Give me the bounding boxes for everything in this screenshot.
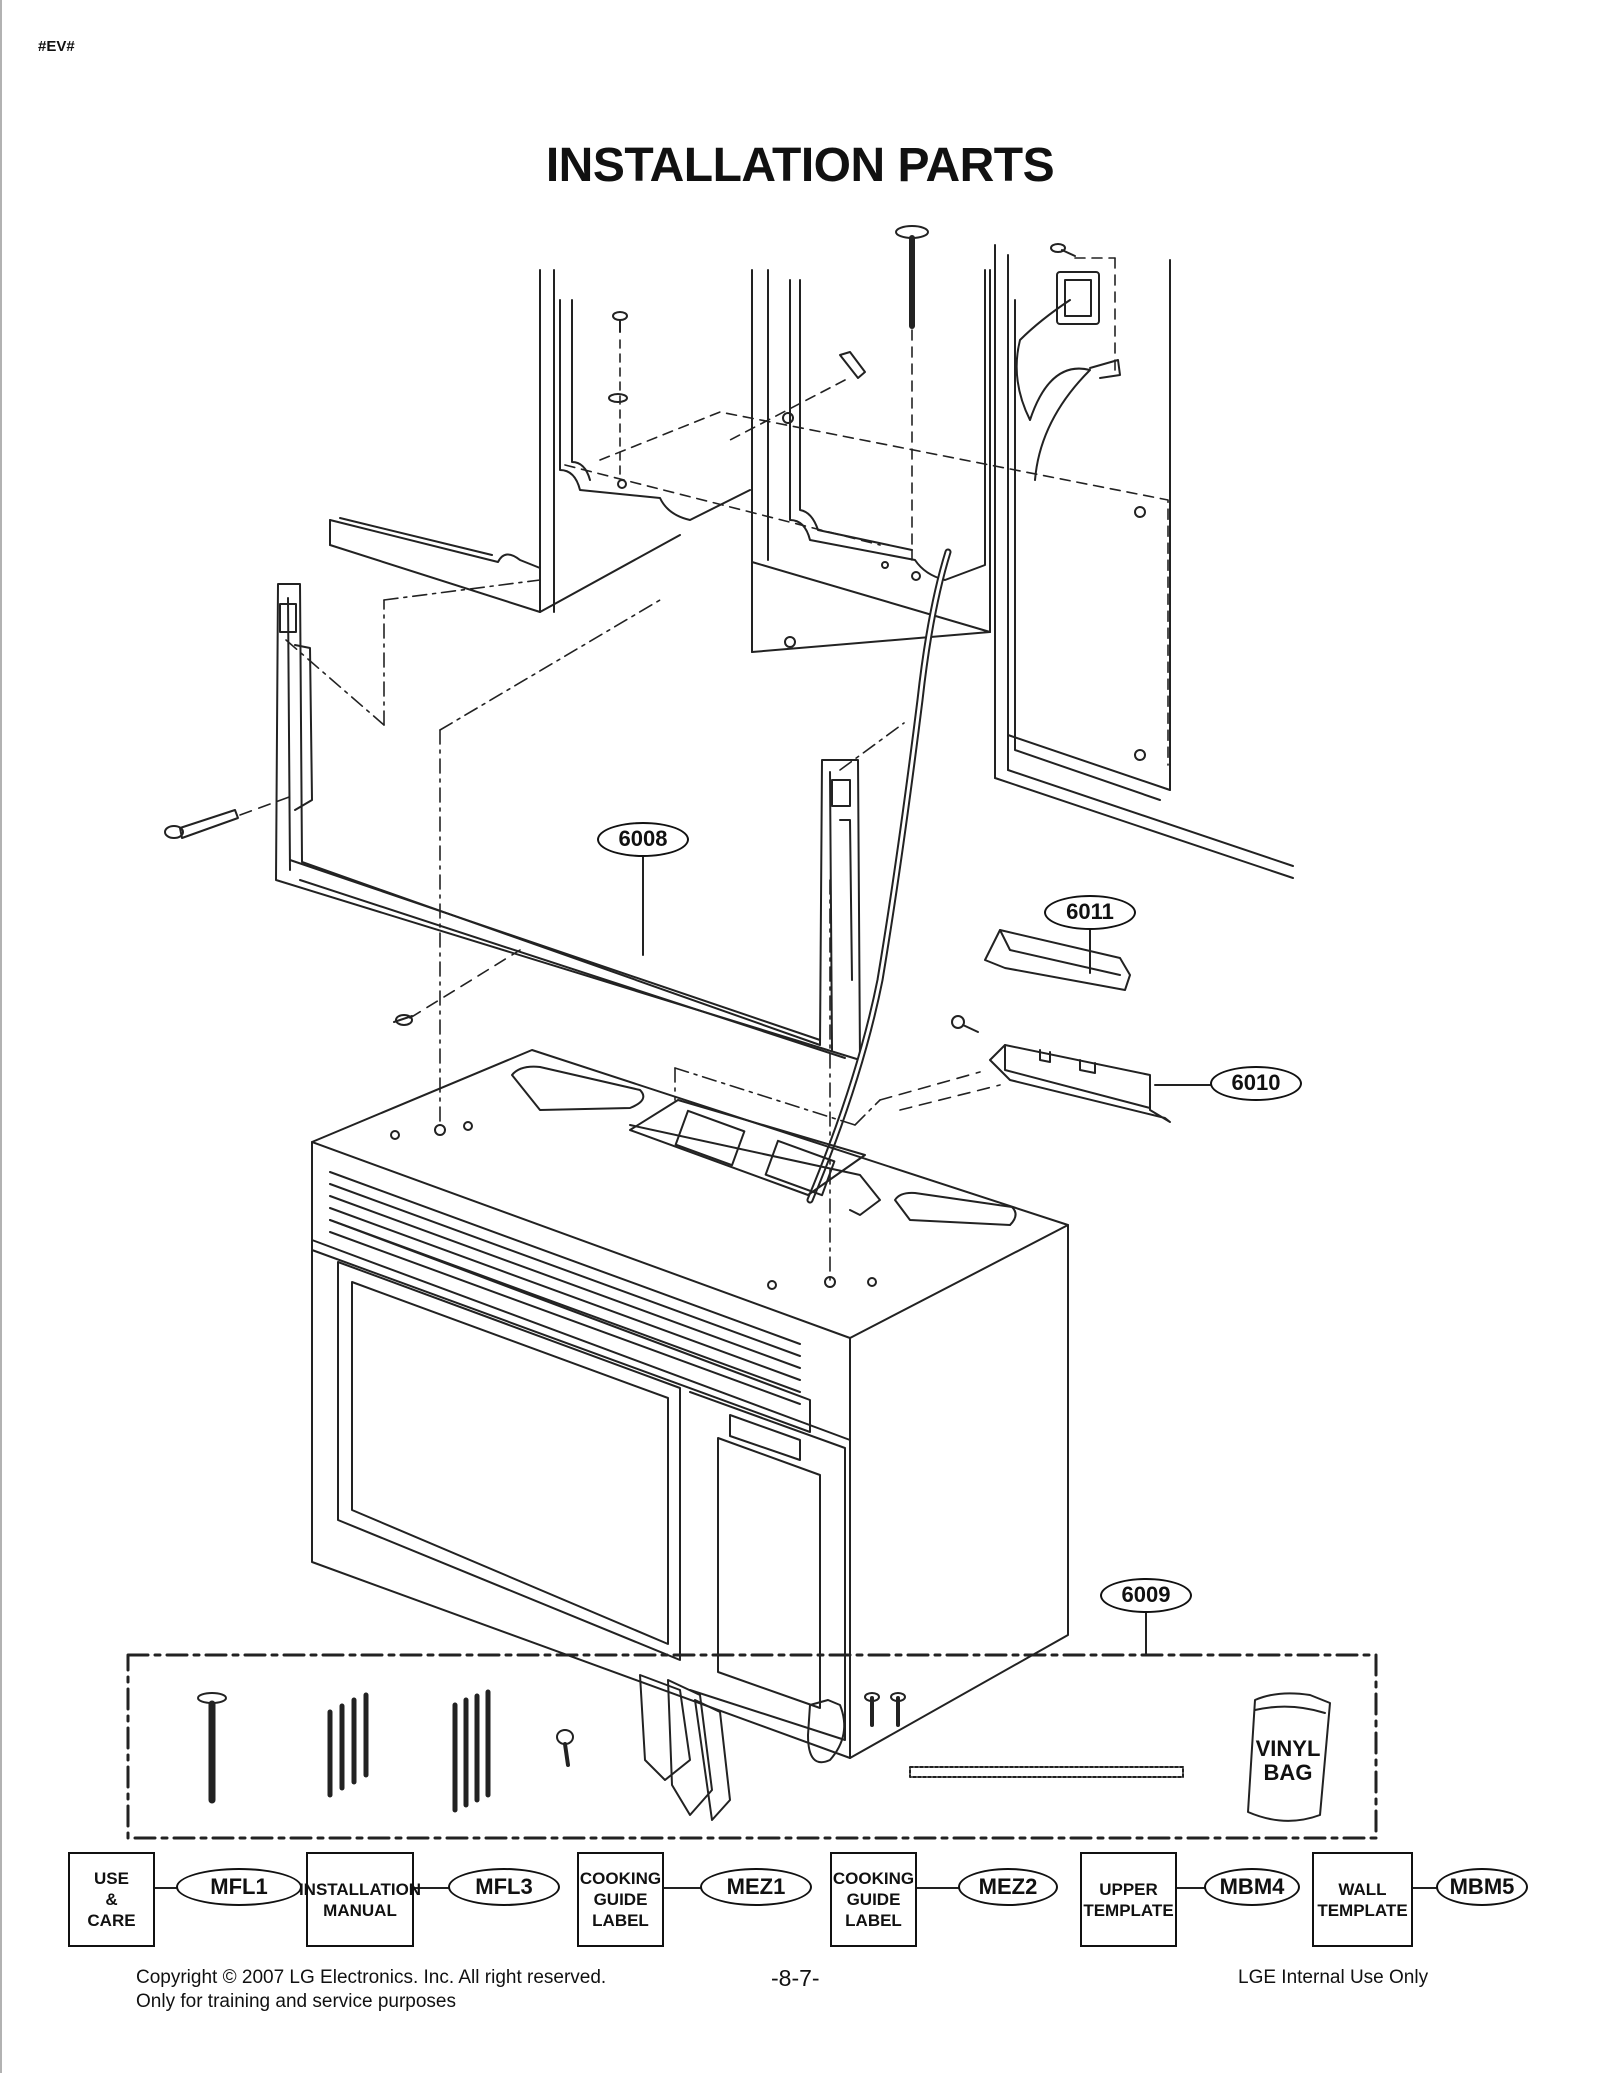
upper-cabinet (329, 244, 1294, 879)
page-number: -8-7- (771, 1965, 820, 1991)
doc-box-cooking-guide-label-1: COOKING GUIDE LABEL (577, 1852, 664, 1947)
doc-code-mez1: MEZ1 (700, 1868, 812, 1906)
callout-6011: 6011 (1044, 895, 1136, 930)
vinyl-bag-label: VINYL BAG (1255, 1736, 1321, 1785)
page-title: INSTALLATION PARTS (545, 139, 1055, 192)
mounting-plate (275, 579, 905, 1286)
callout-6009: 6009 (1100, 1578, 1192, 1613)
doc-code-mbm4: MBM4 (1204, 1868, 1300, 1906)
doc-box-use-care: USE & CARE (68, 1852, 155, 1947)
doc-box-cooking-guide-label-2: COOKING GUIDE LABEL (830, 1852, 917, 1947)
callout-6008: 6008 (597, 822, 689, 857)
doc-code-mfl1: MFL1 (176, 1868, 302, 1906)
doc-box-upper-template: UPPER TEMPLATE (1080, 1852, 1177, 1947)
footer-copyright: Copyright © 2007 LG Electronics. Inc. Al… (136, 1967, 607, 1988)
microwave-oven (311, 1049, 1069, 1759)
callout-6010: 6010 (1210, 1066, 1302, 1101)
cabinet-screws (608, 225, 1076, 561)
hardware-kit-items (197, 1674, 1331, 1822)
document-tag: #EV# (38, 38, 75, 55)
doc-box-wall-template: WALL TEMPLATE (1312, 1852, 1413, 1947)
exhaust-adaptor (951, 929, 1171, 1123)
lag-screw (164, 795, 521, 1026)
footer-purpose: Only for training and service purposes (136, 1991, 456, 2012)
doc-code-mbm5: MBM5 (1436, 1868, 1528, 1906)
doc-box-installation-manual: INSTALLATION MANUAL (299, 1852, 421, 1947)
doc-code-mfl3: MFL3 (448, 1868, 560, 1906)
footer-internal: LGE Internal Use Only (1238, 1967, 1429, 1988)
doc-code-mez2: MEZ2 (958, 1868, 1058, 1906)
